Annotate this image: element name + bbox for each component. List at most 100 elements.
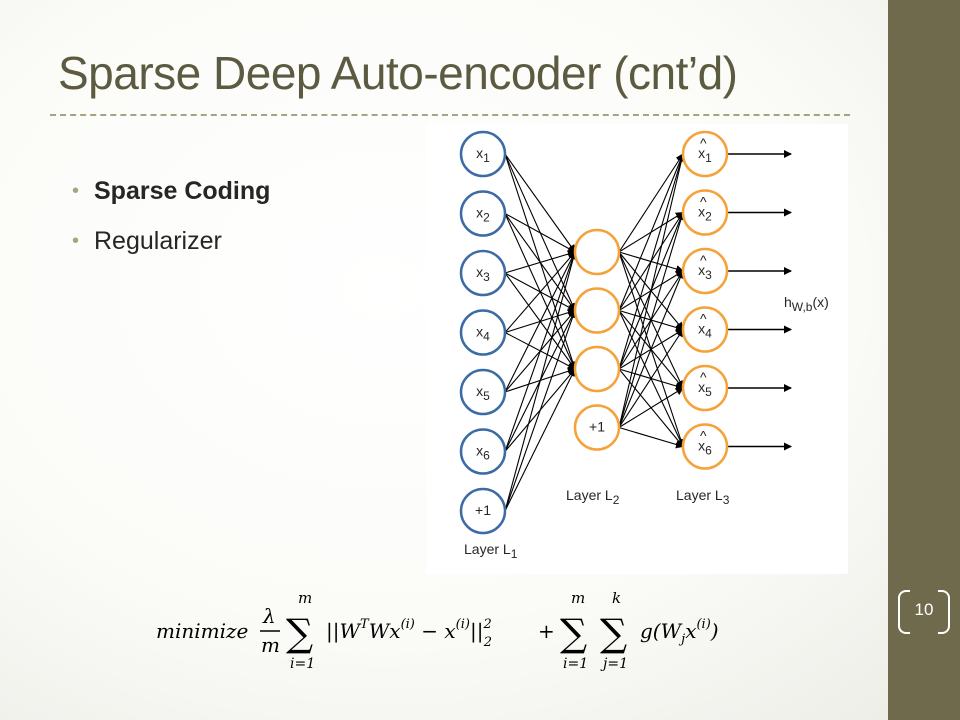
output-node-circle (681, 247, 729, 295)
hidden-node: +1 (573, 404, 621, 451)
input-node: x4 (459, 309, 507, 356)
input-hidden-edge (504, 250, 576, 274)
formula-sum1-bottom: i=1 (290, 656, 315, 672)
layer-labels-group: Layer L1 Layer L2 Layer L3 hW,b(x) (464, 294, 829, 561)
output-node-label: x1 (698, 145, 712, 165)
output-node-label: x3 (698, 262, 712, 282)
hidden-output-edge (618, 426, 684, 449)
formula-m-denominator: m (261, 633, 280, 657)
formula-lambda: λ (262, 604, 276, 628)
output-node: x1^ (681, 130, 729, 178)
input-node-circle (459, 190, 507, 237)
layer-l3-label: Layer L3 (676, 487, 730, 507)
hidden-node-circle (573, 228, 621, 276)
input-hidden-edge (504, 251, 578, 512)
input-node-circle (459, 487, 507, 535)
hidden-output-edge (618, 387, 684, 428)
formula-sum3-bottom: j=1 (600, 656, 628, 672)
bullet-item-regularizer: • Regularizer (72, 228, 270, 254)
formula-sum2-bottom: i=1 (563, 656, 588, 672)
hat-icon: ^ (700, 135, 707, 151)
formula-minimize: minimize (156, 619, 248, 643)
bullet-item-sparse-coding: • Sparse Coding (72, 178, 270, 204)
formula-sum2-symbol: ∑ (560, 611, 587, 655)
input-node: x3 (459, 249, 507, 297)
formula-sum3-top: k (612, 589, 621, 607)
input-node-label: x6 (476, 443, 490, 463)
formula-sum1-symbol: ∑ (286, 611, 313, 655)
hat-icon: ^ (700, 428, 707, 444)
input-node-label: +1 (475, 502, 491, 518)
formula-svg: minimize λ m m ∑ i=1 ||WTWx(i) − x(i)||2… (156, 589, 719, 672)
output-node: x4^ (681, 306, 729, 353)
right-bracket-icon (938, 590, 950, 634)
output-node-label: x5 (698, 379, 712, 399)
hidden-output-edge (618, 153, 685, 370)
output-node: x5^ (681, 364, 729, 412)
hidden-output-edge (618, 153, 685, 311)
output-node-label: x4 (698, 321, 712, 341)
input-node-circle (459, 130, 507, 178)
edges-group (504, 150, 792, 512)
output-node-circle (681, 130, 729, 178)
output-node: x6^ (681, 423, 729, 470)
hidden-output-edge (618, 153, 686, 428)
output-node-circle (681, 423, 729, 470)
hidden-output-edge (618, 270, 685, 428)
slide-title: Sparse Deep Auto-encoder (cnt’d) (58, 47, 738, 99)
bullet-list: • Sparse Coding • Regularizer (72, 178, 270, 278)
input-hidden-edge (504, 251, 576, 333)
hidden-node (573, 345, 621, 393)
hidden-output-edge (618, 211, 685, 428)
formula-sum3-symbol: ∑ (600, 611, 627, 655)
formula-plus: + (538, 619, 555, 643)
input-node-circle (459, 368, 507, 416)
input-hidden-edge (504, 309, 577, 512)
input-node-label: x4 (476, 324, 490, 344)
output-node-circle (681, 306, 729, 353)
input-node-label: x2 (476, 205, 490, 225)
input-node: +1 (459, 487, 507, 535)
hidden-node (573, 287, 621, 334)
hidden-node-circle (573, 345, 621, 393)
bullet-text: Sparse Coding (94, 177, 271, 205)
bullet-text: Regularizer (94, 227, 222, 255)
input-node-circle (459, 428, 507, 475)
output-node-label: x2 (698, 204, 712, 224)
input-node: x2 (459, 190, 507, 237)
hypothesis-label: hW,b(x) (784, 294, 829, 314)
input-hidden-edge (504, 251, 576, 393)
hidden-node-circle (573, 404, 621, 451)
input-node-label: x1 (476, 145, 490, 165)
title-divider (50, 114, 850, 116)
hat-icon: ^ (700, 252, 707, 268)
input-node-label: x3 (476, 264, 490, 284)
input-node-circle (459, 309, 507, 356)
left-bracket-icon (898, 590, 910, 634)
input-hidden-edge (504, 251, 577, 452)
output-node-circle (681, 364, 729, 412)
page-number-badge: 10 (898, 590, 950, 634)
input-hidden-edge (504, 213, 576, 253)
page-number: 10 (914, 600, 934, 619)
hat-icon: ^ (700, 311, 707, 327)
input-node: x5 (459, 368, 507, 416)
bullet-dot-icon: • (72, 230, 80, 252)
hat-icon: ^ (700, 194, 707, 210)
formula-sum1-top: m (298, 589, 312, 607)
hidden-output-edge (618, 153, 684, 253)
layer-l1-label: Layer L1 (464, 541, 518, 561)
input-node-label: x5 (476, 383, 490, 403)
input-hidden-edge (504, 153, 576, 253)
hidden-node (573, 228, 621, 276)
hidden-node-circle (573, 287, 621, 334)
output-node-label: x6 (698, 438, 712, 458)
hidden-node-label: +1 (589, 419, 605, 435)
input-node: x6 (459, 428, 507, 475)
input-node: x1 (459, 130, 507, 178)
input-hidden-edge (504, 368, 576, 512)
